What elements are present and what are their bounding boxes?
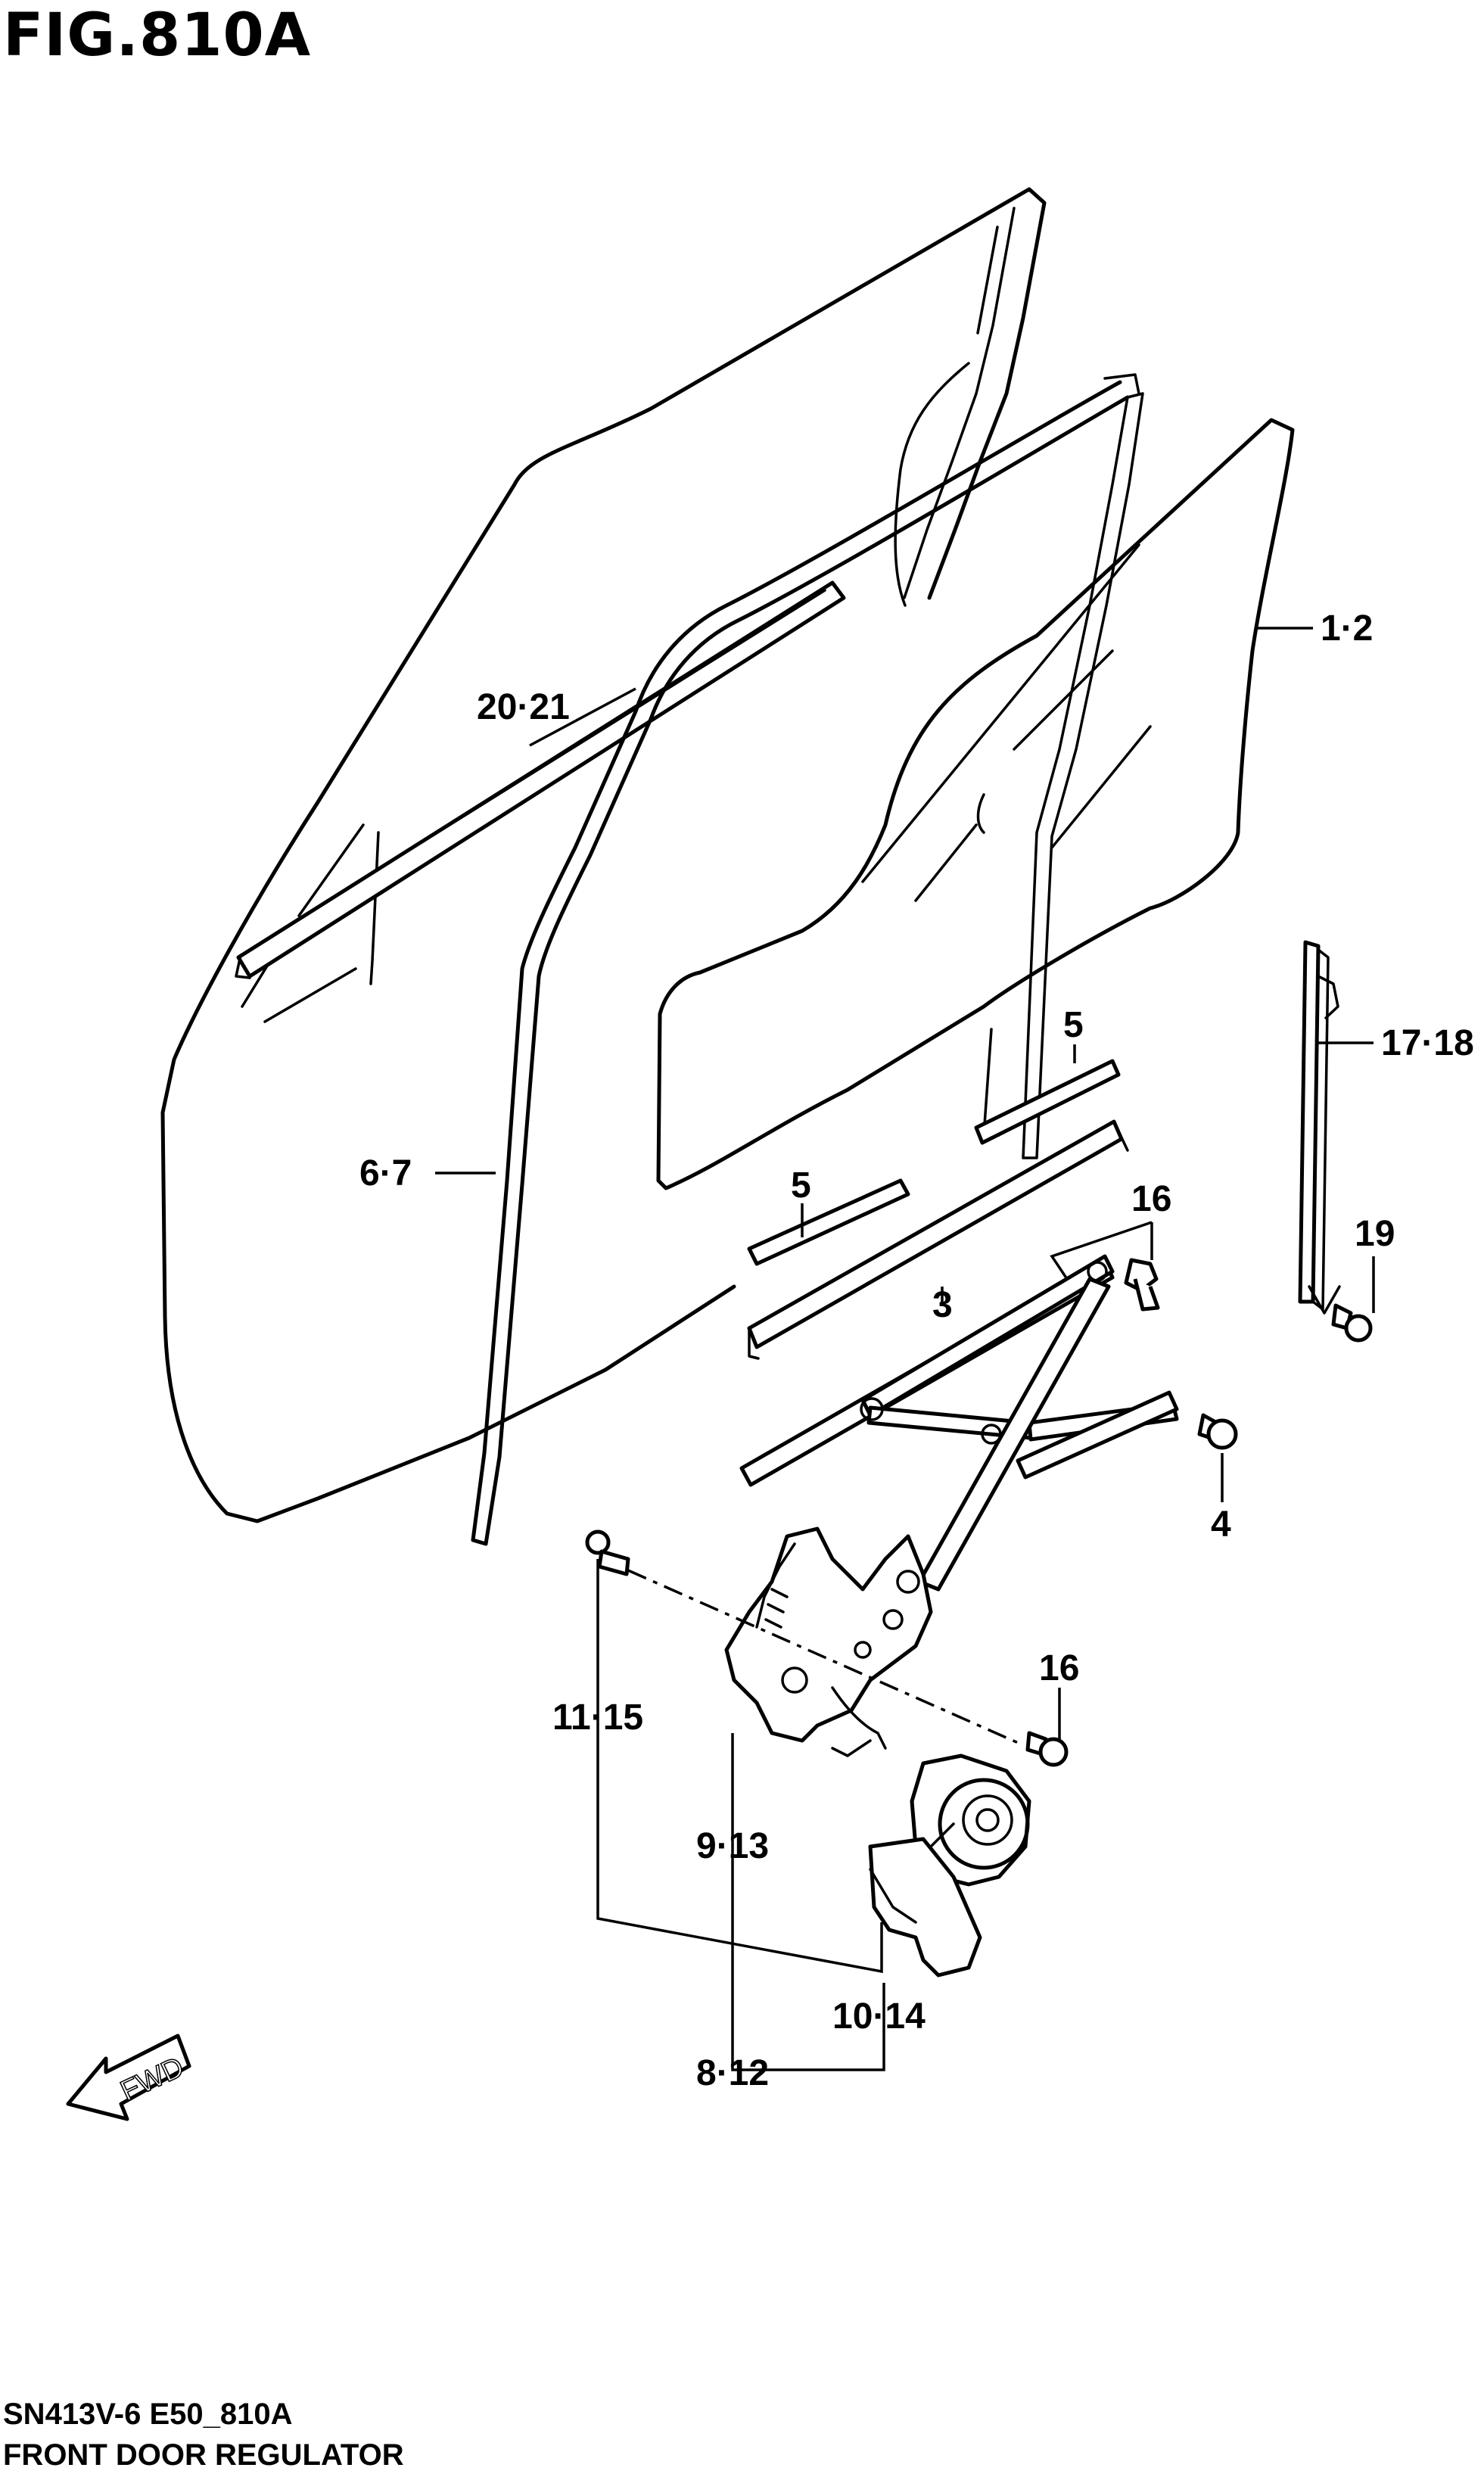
- callout-labels: 1·2 20·21 17·18 5 5 6·7 16 19 3 4 16 11·…: [359, 608, 1474, 2093]
- bolt-4: [1197, 1413, 1238, 1450]
- inner-belt-weatherstrip: [235, 580, 846, 979]
- glass-channel-rear: [974, 1059, 1121, 1145]
- door-glass: [656, 418, 1295, 1190]
- callout-3: 3: [932, 1285, 953, 1325]
- window-regulator-motor: [868, 1754, 1031, 1978]
- callout-4: 4: [1211, 1505, 1231, 1545]
- callout-6-7: 6·7: [359, 1153, 412, 1193]
- callout-8-12: 8·12: [696, 2053, 769, 2093]
- window-regulator-arms: [739, 1254, 1179, 1592]
- regulator-base-plate: [724, 1526, 933, 1757]
- glass-bracket: [747, 1119, 1129, 1360]
- callout-19: 19: [1355, 1214, 1395, 1254]
- glass-channel-front: [747, 1178, 910, 1266]
- bolt-19: [1331, 1303, 1373, 1343]
- bolt-16-upper: [1124, 1258, 1160, 1312]
- figure-title: FIG.810A: [3, 2, 312, 70]
- callout-5-rear: 5: [1063, 1005, 1084, 1045]
- fwd-arrow-icon: FWD: [66, 2034, 191, 2121]
- callout-20-21: 20·21: [477, 687, 570, 727]
- model-code: SN413V-6 E50_810A: [3, 2398, 293, 2431]
- section-name: FRONT DOOR REGULATOR: [3, 2438, 404, 2472]
- rear-sash-guide: [1298, 940, 1341, 1315]
- bolt-16-lower: [1025, 1731, 1069, 1767]
- callout-9-13: 9·13: [696, 1826, 769, 1866]
- door-frame: [160, 187, 1047, 1523]
- callout-11-15: 11·15: [552, 1697, 643, 1738]
- bolt-11-15: [585, 1529, 630, 1576]
- callout-17-18: 17·18: [1381, 1023, 1474, 1063]
- callout-5-front: 5: [791, 1165, 811, 1206]
- callout-leaders: [435, 627, 1375, 2071]
- callout-16-lower: 16: [1039, 1648, 1079, 1688]
- callout-10-14: 10·14: [832, 1996, 926, 2037]
- callout-16-upper: 16: [1131, 1179, 1171, 1219]
- callout-1-2: 1·2: [1321, 608, 1373, 649]
